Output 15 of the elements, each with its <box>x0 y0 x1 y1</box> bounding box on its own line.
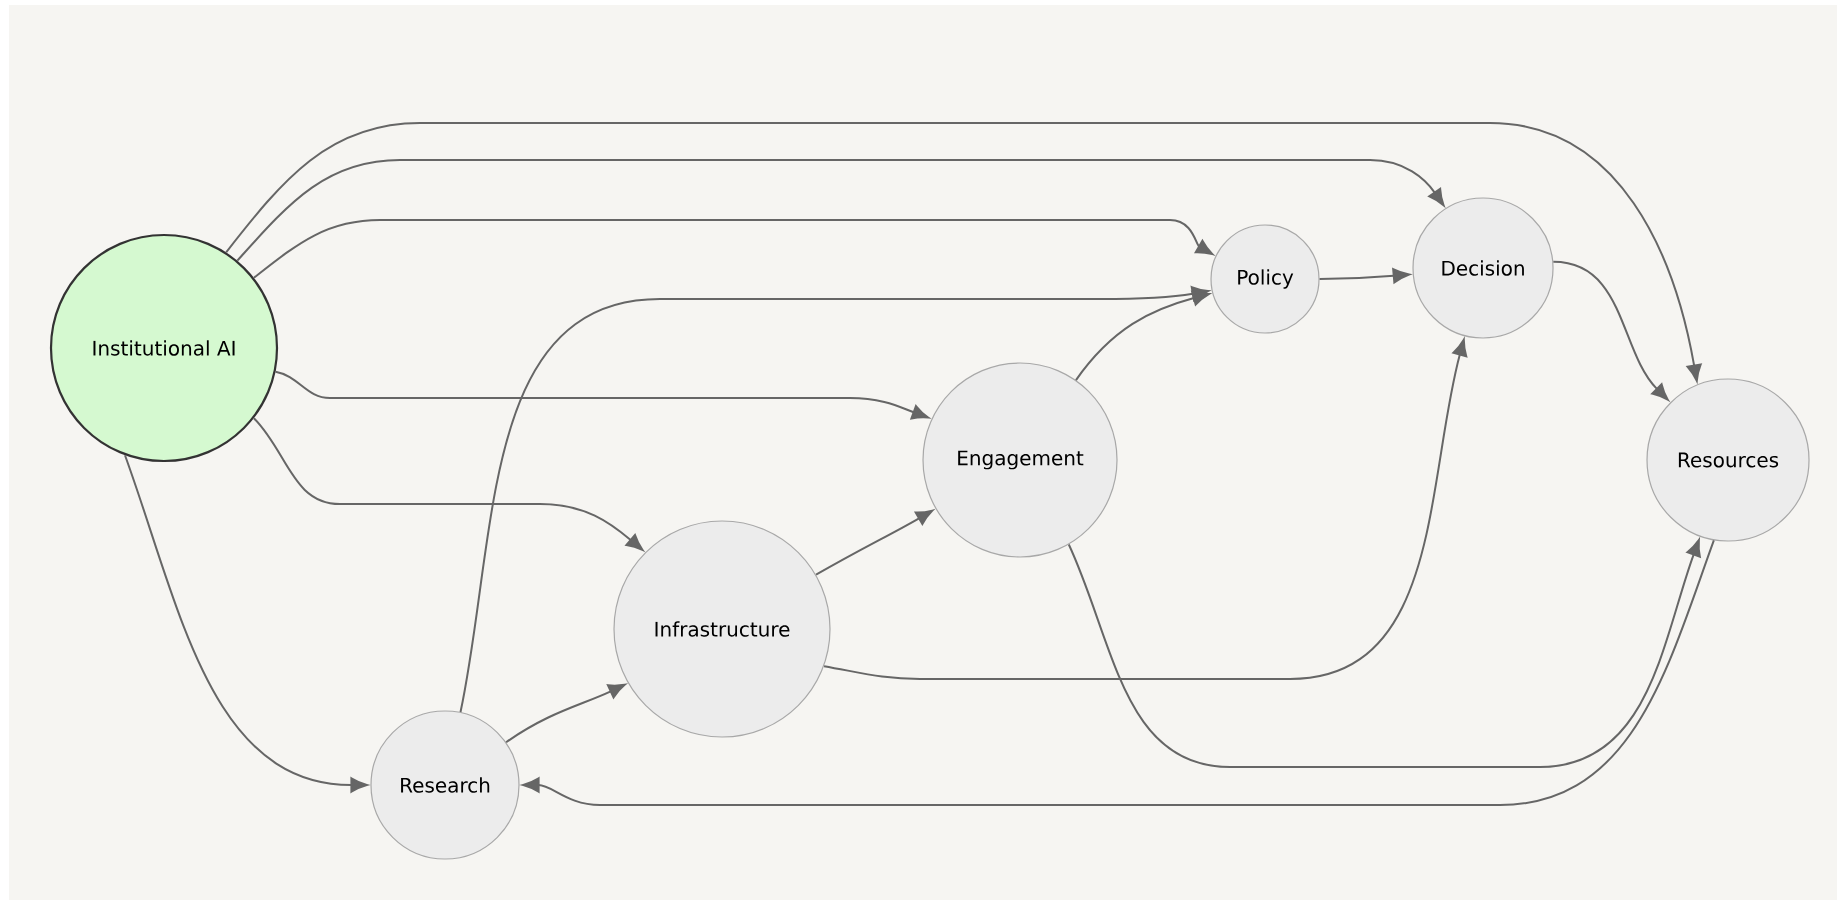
arrow <box>815 509 934 576</box>
arrow <box>274 370 930 420</box>
arrow <box>124 454 368 793</box>
arrow <box>225 122 1702 382</box>
arrow <box>459 286 1209 714</box>
arrow <box>236 159 1445 262</box>
arrow <box>252 417 644 551</box>
arrow <box>1075 290 1210 382</box>
arrow <box>1552 260 1669 401</box>
arrow <box>1318 268 1411 284</box>
arrow <box>522 539 1715 806</box>
arrow <box>823 338 1468 680</box>
arrow <box>505 683 626 744</box>
arrow <box>1067 539 1701 768</box>
arrow <box>252 219 1214 279</box>
